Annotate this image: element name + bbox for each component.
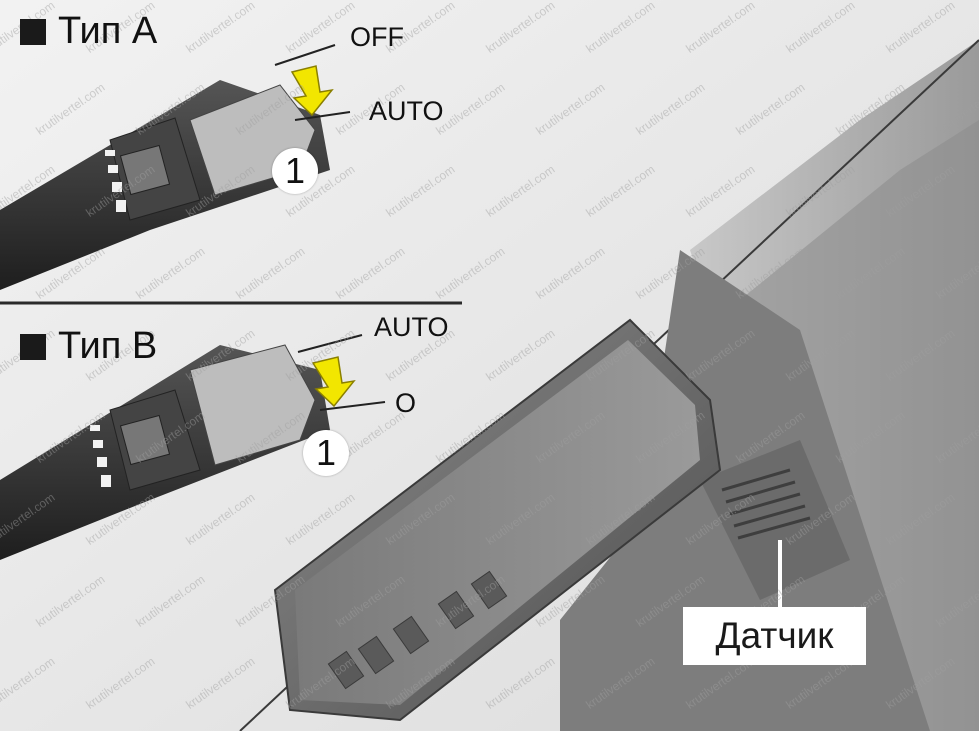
- arrow-type-a: [290, 65, 334, 117]
- mirror-buttons: [327, 570, 508, 690]
- callout-1-type-b: 1: [303, 430, 349, 476]
- sensor-label: Датчик: [683, 607, 866, 665]
- square-bullet-icon: [20, 19, 46, 45]
- arrow-type-b: [311, 356, 356, 408]
- label-off: OFF: [350, 22, 404, 52]
- square-bullet-icon: [20, 334, 46, 360]
- leader-auto-b: [297, 334, 363, 353]
- leader-off-a: [274, 44, 336, 66]
- leader-auto-a: [294, 111, 351, 121]
- windshield-frame: [740, 120, 979, 731]
- mirror-glass: [295, 340, 700, 705]
- label-o: O: [395, 388, 417, 418]
- type-a-title: Тип A: [20, 10, 157, 53]
- sensor-housing: [700, 440, 850, 600]
- callout-1-type-a: 1: [272, 148, 318, 194]
- label-auto-a: AUTO: [369, 96, 444, 126]
- wiper-stalk-type-b: [0, 344, 330, 560]
- label-auto-b: AUTO: [374, 312, 449, 342]
- leader-o-b: [319, 401, 386, 411]
- sensor-grille: [721, 468, 811, 540]
- type-b-title: Тип B: [20, 325, 157, 368]
